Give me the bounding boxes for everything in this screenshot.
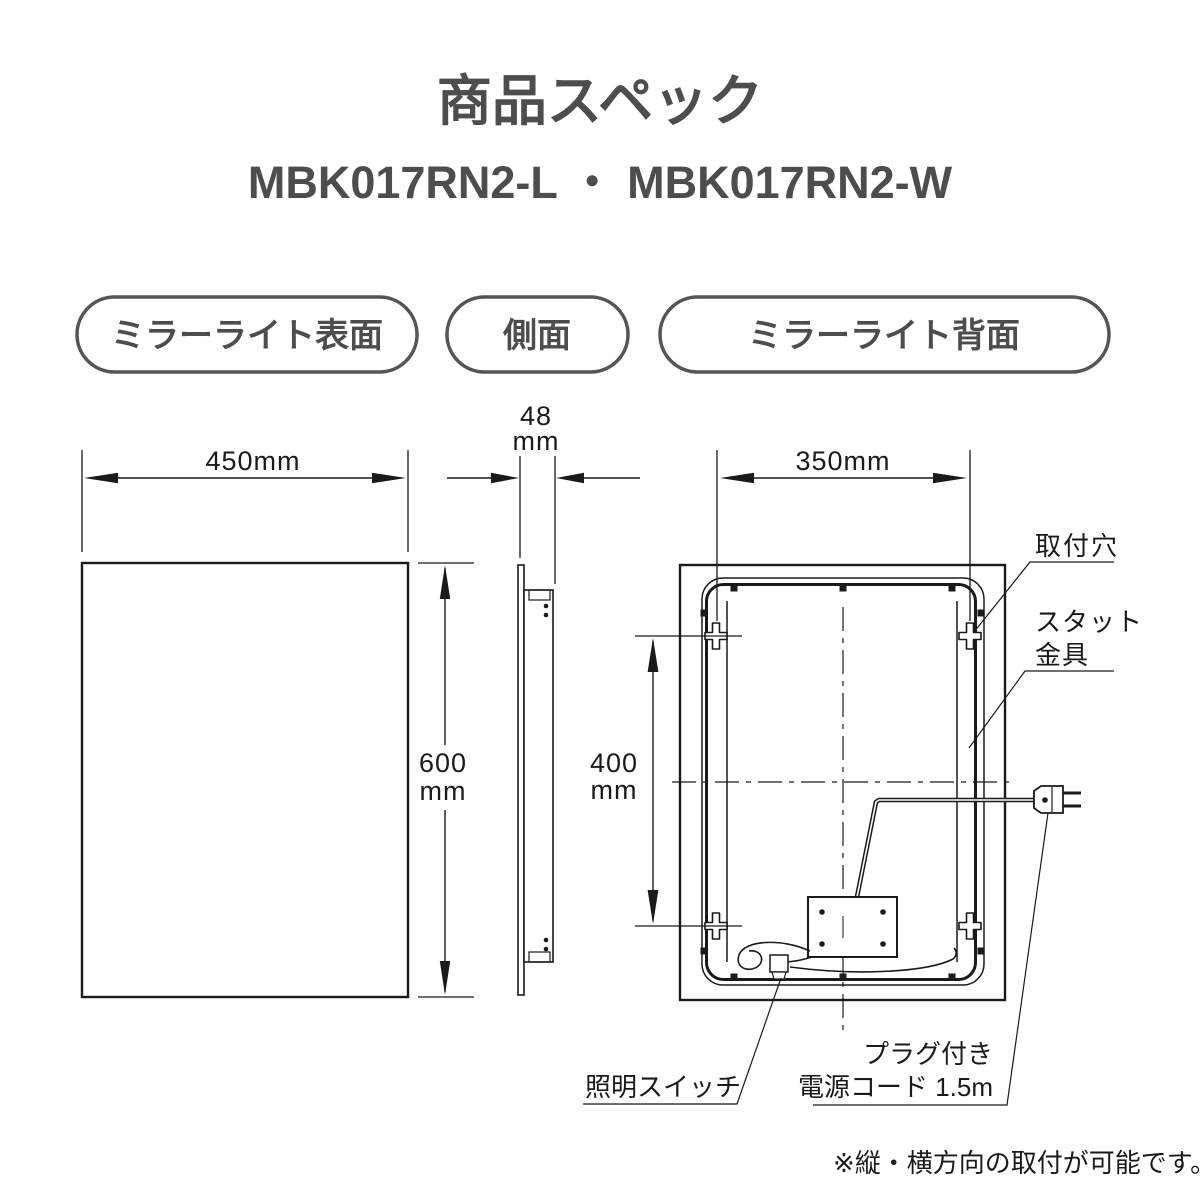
power-cord-leader — [813, 812, 1049, 1106]
side-bottom-bracket — [528, 951, 551, 963]
back-inner-frame — [701, 577, 985, 986]
side-depth-arrow-left — [491, 472, 519, 484]
side-view-pill-label: 側面 — [502, 317, 571, 355]
side-screw-dots — [543, 603, 549, 952]
front-width-extension-lines — [81, 450, 409, 552]
front-height-dim-unit: mm — [420, 776, 467, 806]
junction-box-screws — [819, 909, 886, 947]
front-width-dim-text: 450mm — [205, 446, 300, 476]
light-switch-label: 照明スイッチ — [585, 1072, 741, 1102]
power-cord-label-line1: プラグ付き — [863, 1039, 993, 1069]
mounting-hole-label: 取付穴 — [1035, 531, 1119, 561]
side-depth-dim-unit: mm — [513, 426, 560, 456]
back-view-pill — [658, 295, 1111, 374]
side-depth-dim-value: 48 — [520, 401, 552, 431]
stud-bracket-leader — [968, 670, 1114, 749]
junction-box — [807, 896, 898, 958]
mirror-front-outline — [80, 561, 410, 999]
mounting-hole-leader — [973, 561, 1114, 633]
model-number-subtitle: MBK017RN2-L ・ MBK017RN2-W — [248, 157, 953, 208]
back-width-dim-text: 350mm — [795, 446, 890, 476]
power-plug — [1033, 785, 1081, 814]
plug-prongs — [1063, 791, 1081, 808]
back-height-arrow-down — [647, 890, 659, 924]
stud-rail-inner-edges — [726, 601, 958, 962]
mounting-hole-top-right — [958, 622, 982, 650]
stud-bracket-label-line1: スタット — [1035, 607, 1143, 637]
power-cord-inner — [856, 799, 1034, 898]
side-top-bracket — [528, 589, 551, 601]
front-view-pill-label: ミラーライト表面 — [111, 317, 383, 355]
light-switch-base — [771, 971, 787, 980]
back-height-arrow-up — [647, 638, 659, 672]
back-height-ticks — [635, 635, 742, 927]
plug-dot — [1042, 797, 1048, 803]
back-view: 350mm 400 mm — [590, 446, 1081, 1030]
front-height-ticks — [418, 562, 474, 998]
front-width-arrow-right — [372, 472, 406, 484]
side-depth-arrow-right — [556, 472, 584, 484]
front-width-arrow-left — [84, 472, 118, 484]
back-width-extension-lines — [716, 450, 971, 621]
front-height-arrow-down — [439, 961, 451, 995]
side-back-box — [523, 589, 554, 963]
mounting-hole-bottom-right — [958, 912, 982, 940]
back-view-pill-label: ミラーライト背面 — [748, 317, 1020, 355]
front-view-pill — [75, 295, 419, 374]
front-height-arrow-up — [439, 565, 451, 599]
light-switch-leader — [583, 977, 782, 1105]
mounting-note: ※縦・横方向の取付が可能です。 — [833, 1148, 1200, 1178]
side-depth-extension-lines — [519, 456, 556, 584]
side-mirror-panel — [517, 564, 525, 996]
power-cord-label-line2: 電源コード 1.5m — [798, 1072, 993, 1102]
back-width-arrow-left — [720, 472, 754, 484]
plug-body — [1033, 785, 1064, 814]
light-switch — [769, 954, 789, 973]
power-cord — [854, 797, 1034, 898]
side-view: 48 mm — [447, 401, 640, 996]
mirror-back-outline — [678, 563, 1007, 1002]
back-height-dim-unit: mm — [591, 775, 638, 805]
front-view: 450mm 600 mm — [80, 446, 474, 999]
back-width-arrow-right — [933, 472, 967, 484]
callouts: 取付穴 スタット 金具 照明スイッチ プラグ付き 電源コード 1.5m ※縦・横… — [583, 531, 1200, 1178]
view-label-pills: ミラーライト表面 側面 ミラーライト背面 — [75, 295, 1111, 374]
frame-clip-squares — [700, 584, 985, 981]
page-title: 商品スペック — [437, 70, 763, 132]
stud-bracket-label-line2: 金具 — [1035, 640, 1089, 670]
side-view-pill — [445, 295, 630, 374]
front-height-dim-value: 600 — [419, 748, 467, 778]
back-height-dim-value: 400 — [590, 748, 638, 778]
